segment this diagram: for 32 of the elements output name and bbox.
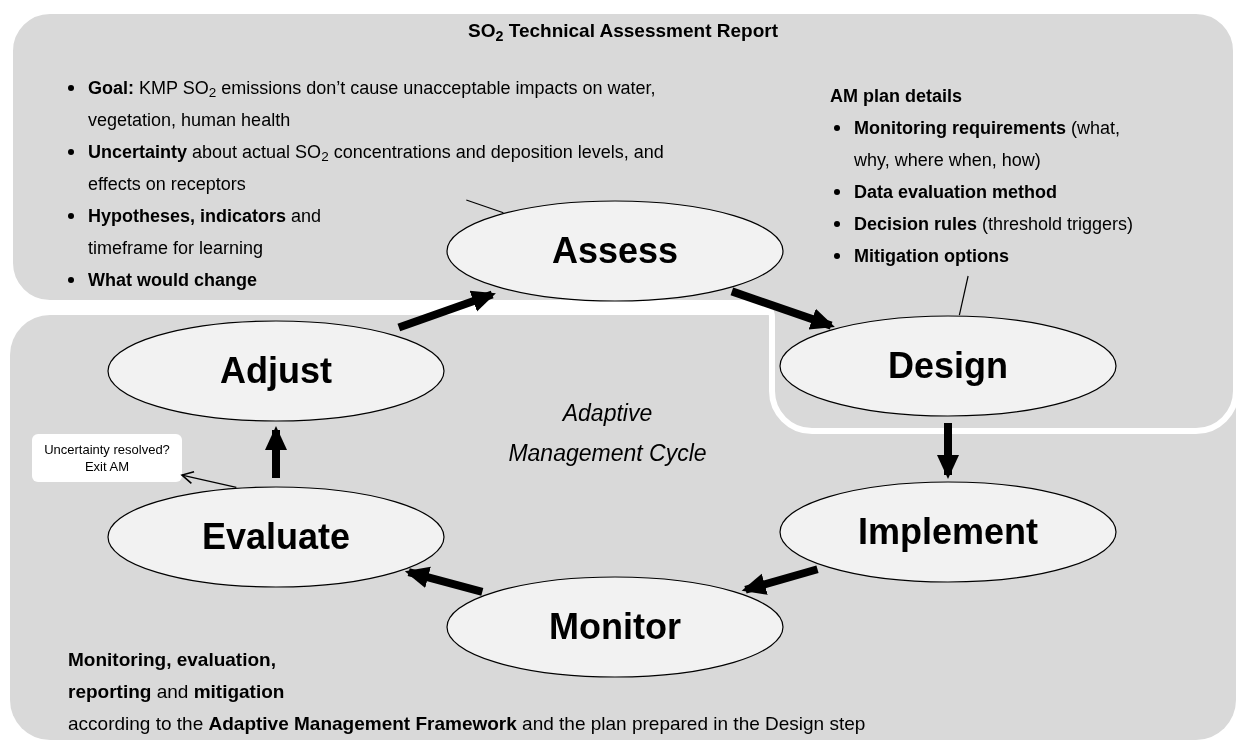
- bullet-text: Decision rules (threshold triggers): [854, 213, 1134, 236]
- step-label: Assess: [551, 231, 679, 271]
- arrow: [181, 470, 237, 489]
- step-ellipse: [107, 320, 445, 422]
- bullet-text: What would change: [88, 269, 257, 292]
- step-label: Evaluate: [201, 517, 351, 557]
- bullet-text: Mitigation options: [854, 245, 1009, 268]
- step-ellipse: [779, 481, 1117, 583]
- step-ellipse: [779, 315, 1117, 417]
- arrow: [397, 290, 496, 332]
- bullet-text: Monitoring requirements (what, why, where when, how): [854, 117, 1122, 172]
- bullet-text: Hypotheses, indicators and timeframe for learning: [88, 205, 323, 260]
- step-label: Design: [888, 346, 1008, 386]
- panel-note: according to the Adaptive Management Framework and the plan prepared in the Design step: [68, 713, 866, 734]
- list-heading: AM plan details: [830, 85, 964, 108]
- arrow: [741, 565, 819, 595]
- arrow: [730, 287, 835, 330]
- cycle-label: Adaptive Management Cycle: [508, 400, 707, 466]
- step-label: Adjust: [220, 351, 332, 391]
- arrow: [937, 423, 959, 479]
- note-box: Uncertainty resolved? Exit AM: [32, 434, 182, 482]
- report-panel: [10, 11, 1236, 431]
- panel-title: SO$_{2}$ Technical Assessment Report: [468, 19, 778, 43]
- leader-line: [958, 275, 969, 316]
- arrow: [404, 566, 484, 596]
- leader-line: [465, 199, 504, 214]
- step-ellipse: [107, 486, 445, 588]
- step-label: Monitor: [549, 607, 681, 647]
- step-ellipse: [446, 576, 784, 678]
- step-ellipse: [446, 200, 784, 302]
- step-label: Implement: [857, 512, 1038, 552]
- bullet-text: Data evaluation method: [854, 181, 1058, 204]
